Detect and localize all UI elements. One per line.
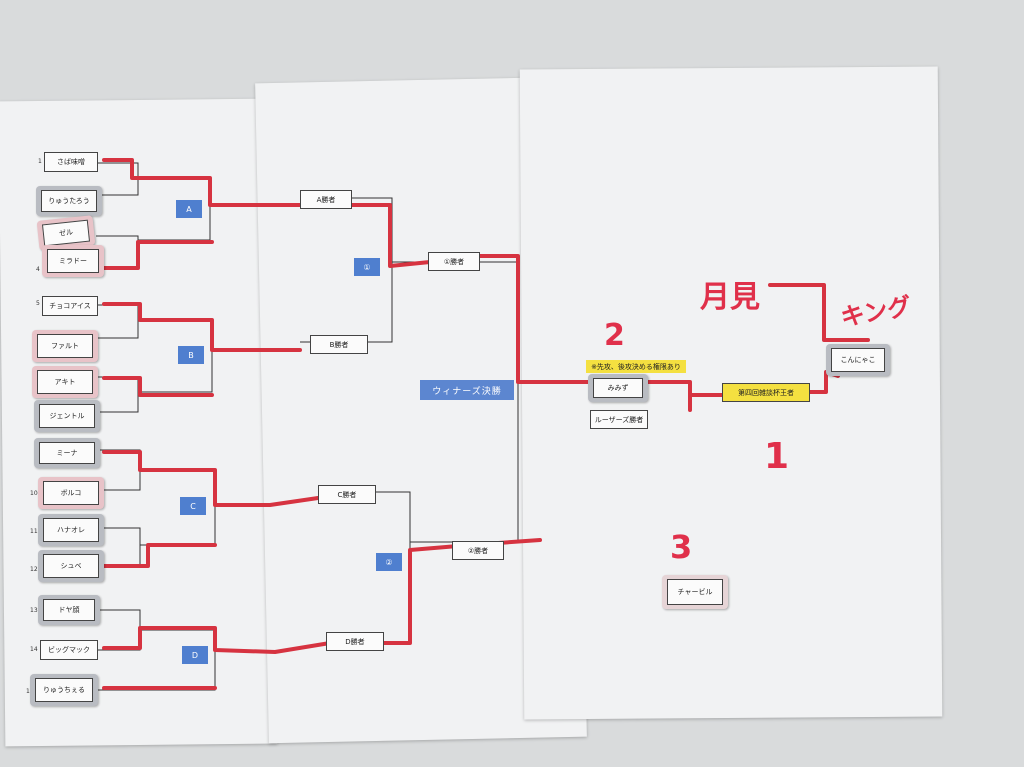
handwriting-rank-2: 2 [604, 318, 625, 353]
player-name-box: ビッグマック [40, 640, 98, 660]
player-magnet: りゅうちぇる [30, 674, 98, 706]
player-magnet: ドヤ顔 [38, 595, 100, 625]
player-name-box: りゅうちぇる [35, 678, 93, 702]
losers-winner-box: ルーザーズ勝者 [590, 410, 648, 429]
winners-final-banner: ウィナーズ決勝 [420, 380, 514, 400]
block-label-b: B [178, 346, 204, 364]
handwriting-rank-1: 1 [764, 436, 790, 477]
two-winner-box: ②勝者 [452, 541, 504, 560]
c-winner-box: C勝者 [318, 485, 376, 504]
player-name-box: ボルコ [43, 481, 99, 505]
player-name-box: ファルト [37, 334, 93, 358]
a-winner-box: A勝者 [300, 190, 352, 209]
one-winner-box: ①勝者 [428, 252, 480, 271]
player-magnet: ハナオレ [38, 514, 104, 546]
player-magnet: りゅうたろう [36, 186, 102, 216]
player-name-box: ジェントル [39, 404, 95, 428]
champion-name-box: こんにゃこ [831, 348, 885, 372]
first-attack-note: ※先攻、後攻決める権限あり [586, 360, 686, 373]
seed-number: 4 [36, 266, 40, 273]
seed-number: 12 [30, 566, 38, 573]
player-name-box: りゅうたろう [41, 190, 97, 212]
player-name-box: ミーナ [39, 442, 95, 464]
player-magnet: ミラドー [42, 245, 104, 277]
player-name-box: アキト [37, 370, 93, 394]
seed-number: 11 [30, 528, 38, 535]
third-place-magnet: チャービル [662, 575, 728, 609]
player-magnet: ファルト [32, 330, 98, 362]
block-label-c: C [180, 497, 206, 515]
player-name-box: ドヤ顔 [43, 599, 95, 621]
block-label-a: A [176, 200, 202, 218]
player-name-box: チョコアイス [42, 296, 98, 316]
seed-number: 1 [26, 688, 30, 695]
finalist-magnet: みみず [588, 374, 648, 402]
player-name-box: ハナオレ [43, 518, 99, 542]
handwriting-rank-3: 3 [670, 528, 693, 566]
player-name-box: ゼル [41, 219, 91, 247]
champion-title: 第四回雑談杯王者 [722, 383, 810, 402]
handwriting-tsukimi: 月見 [700, 280, 760, 315]
seed-number: 5 [36, 300, 40, 307]
player-name-box: さば味噌 [44, 152, 98, 172]
player-name-box: ミラドー [47, 249, 99, 273]
b-winner-box: B勝者 [310, 335, 368, 354]
seed-number: 10 [30, 490, 38, 497]
player-magnet: シュベ [38, 550, 104, 582]
finalist-name-box: みみず [593, 378, 643, 398]
block-label-two: ② [376, 553, 402, 571]
block-label-d: D [182, 646, 208, 664]
champion-magnet: こんにゃこ [826, 344, 890, 376]
seed-number: 1 [38, 158, 42, 165]
player-name-box: シュベ [43, 554, 99, 578]
player-magnet: アキト [32, 366, 98, 398]
player-magnet: ボルコ [38, 477, 104, 509]
seed-number: 14 [30, 646, 38, 653]
block-label-one: ① [354, 258, 380, 276]
player-magnet: ジェントル [34, 400, 100, 432]
player-magnet: ミーナ [34, 438, 100, 468]
d-winner-box: D勝者 [326, 632, 384, 651]
third-place-name-box: チャービル [667, 579, 723, 605]
seed-number: 13 [30, 607, 38, 614]
